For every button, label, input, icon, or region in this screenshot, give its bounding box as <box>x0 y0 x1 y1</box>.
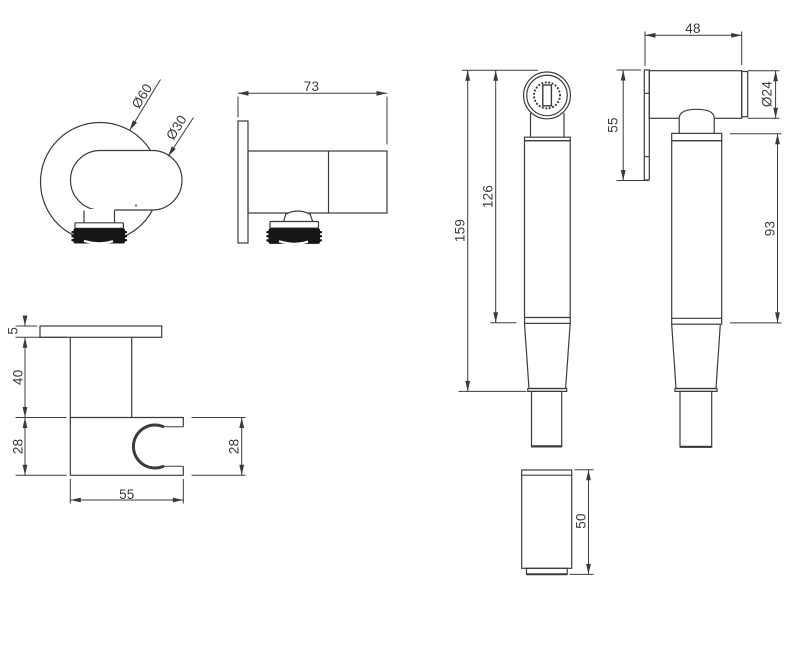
leader-outer-diameter <box>129 79 161 131</box>
handle-body <box>671 140 723 325</box>
holder-plate-strip <box>643 69 650 181</box>
dim-label-outer-diameter: Ø60 <box>129 81 156 111</box>
dim-label-handle-height: 93 <box>762 221 777 236</box>
nut-collar <box>269 220 320 229</box>
view-sleeve: 50 <box>521 469 594 576</box>
dim-heights: 159 126 <box>452 69 538 392</box>
threaded-nut <box>266 228 323 245</box>
wall-plate <box>237 120 249 244</box>
dim-block-left-28: 28 <box>10 417 67 476</box>
spray-nozzle-dot-ring <box>532 81 562 110</box>
spray-slot <box>542 84 553 107</box>
leader-inner-diameter <box>167 117 194 157</box>
dim-label-block-height-left: 28 <box>10 439 25 454</box>
strip-joints <box>644 92 650 158</box>
bracket-stem <box>69 337 133 418</box>
handle-taper <box>671 324 721 390</box>
dim-label-depth: 73 <box>304 79 319 94</box>
dim-depth-73: 73 <box>237 79 388 145</box>
dim-label-head-length: 48 <box>685 21 700 36</box>
head-dome-joint <box>678 108 715 134</box>
dim-holder-plate-55: 55 <box>605 69 649 181</box>
handle-collar <box>671 132 723 142</box>
head-end-cap <box>741 70 749 118</box>
handle-taper <box>523 323 571 390</box>
dim-label-stem-height: 40 <box>10 370 25 385</box>
outlet-neck-fill <box>84 209 115 224</box>
dim-block-width-55: 55 <box>69 479 184 504</box>
surface-mark <box>135 204 137 207</box>
clip-slot <box>164 426 184 467</box>
view-outlet-front: Ø60 Ø30 <box>39 79 194 245</box>
clip-c-ring <box>132 423 165 470</box>
dim-sleeve-50: 50 <box>569 469 594 575</box>
dim-label-inner-diameter: Ø30 <box>163 112 190 142</box>
spray-head-inner <box>526 74 568 117</box>
dim-stem-40: 40 <box>10 337 28 418</box>
view-outlet-side: 73 <box>237 79 388 245</box>
dim-label-holder-plate-height: 55 <box>605 117 620 132</box>
threaded-nut <box>71 228 128 245</box>
outlet-neck <box>83 210 116 223</box>
dim-label-block-height-right: 28 <box>227 439 242 454</box>
dim-label-block-width: 55 <box>119 487 134 502</box>
head-neck <box>529 113 565 138</box>
dim-plate-5: 5 <box>6 315 67 338</box>
inlet-tube <box>530 390 563 448</box>
view-handspray-front: 159 126 <box>452 69 571 448</box>
outlet-dome <box>282 210 314 223</box>
dim-head-diameter-24: Ø24 <box>747 70 780 119</box>
view-holder-bracket: 5 40 28 55 28 <box>6 315 246 504</box>
dim-head-length-48: 48 <box>644 21 743 66</box>
dim-handle-93: 93 <box>730 133 782 324</box>
nut-collar <box>74 222 125 230</box>
dim-label-sleeve-height: 50 <box>573 513 588 528</box>
dim-label-head-diameter: Ø24 <box>759 81 774 107</box>
outlet-body-stadium <box>69 149 183 211</box>
dim-block-right-28: 28 <box>191 417 246 476</box>
outlet-body <box>247 150 388 214</box>
spray-head-outer <box>522 71 571 120</box>
sleeve-body <box>521 469 573 569</box>
bracket-block <box>69 416 184 476</box>
dim-label-body-height: 126 <box>480 185 495 208</box>
inlet-tube <box>679 390 713 448</box>
handle-body <box>523 140 571 324</box>
dim-label-plate-thickness: 5 <box>6 327 21 335</box>
bracket-wall-plate <box>39 325 163 338</box>
dim-label-total-height: 159 <box>452 219 467 242</box>
view-handspray-side: 48 Ø24 55 93 <box>605 21 782 448</box>
